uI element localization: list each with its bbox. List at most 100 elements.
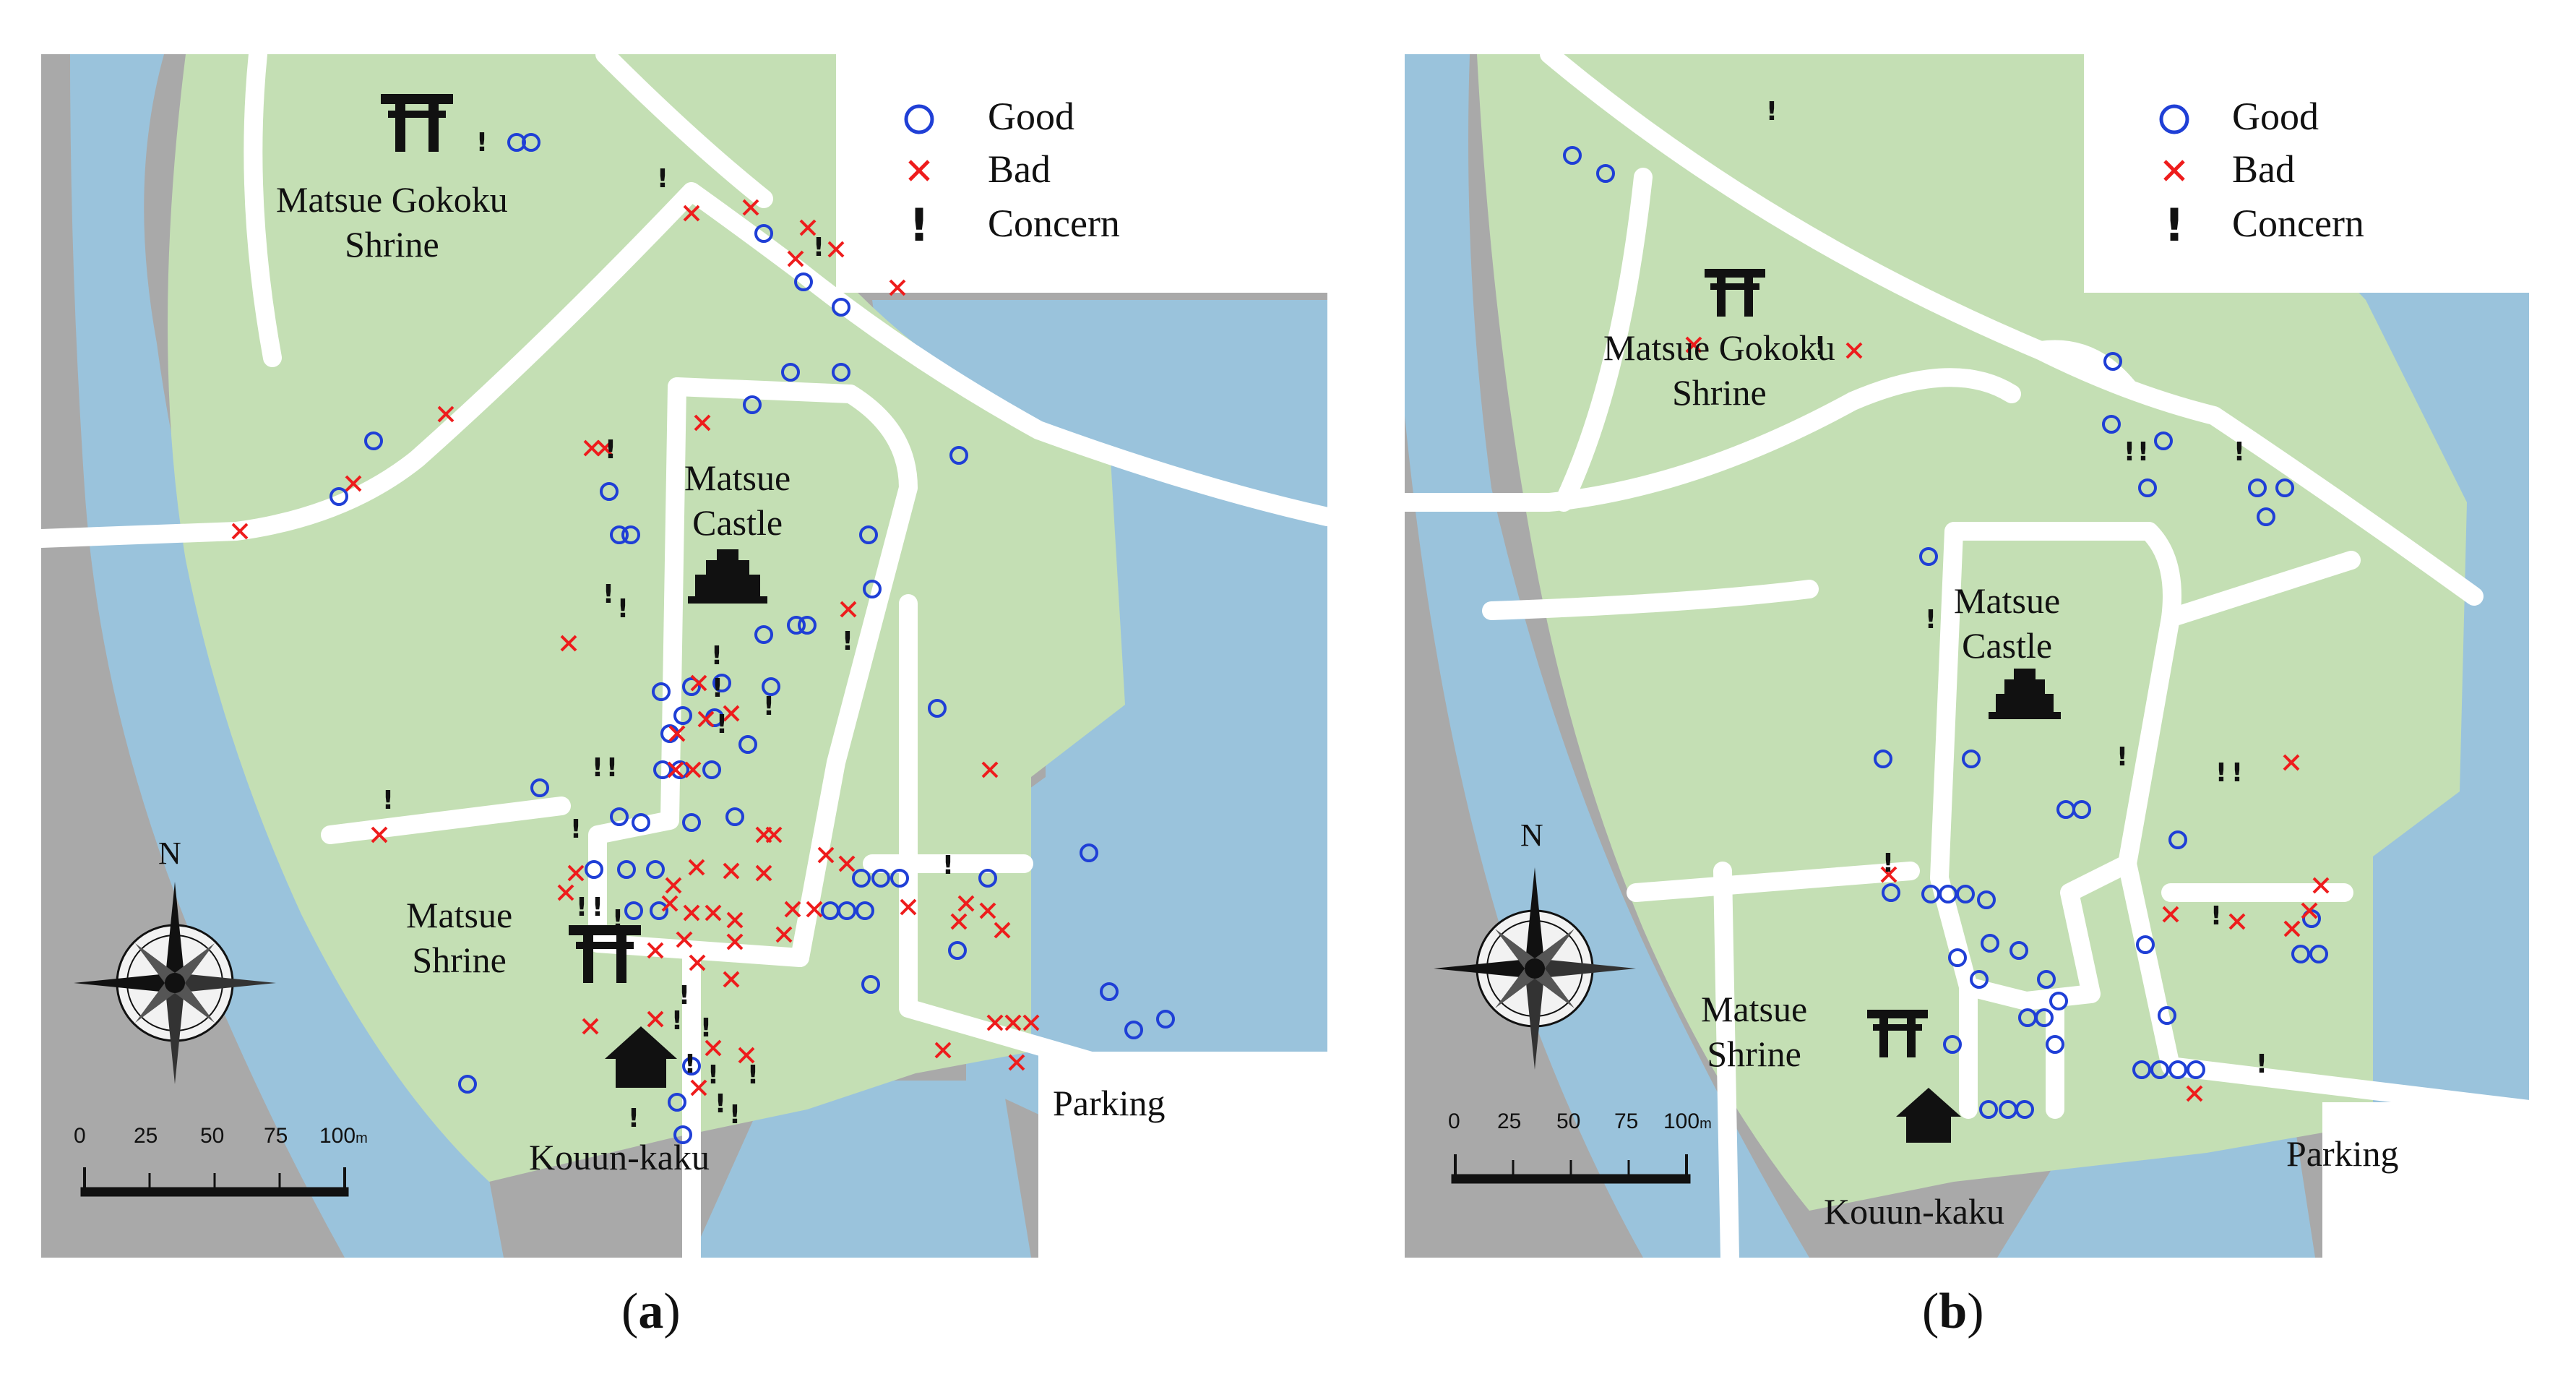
concern-mark: ! (603, 580, 614, 609)
bad-mark (683, 904, 700, 922)
map-panel-a: !!!!!!!!!!!!!!!!!!!!!!!!!!!! ! Matsue Go… (41, 54, 1327, 1258)
bad-mark (705, 1039, 722, 1057)
bad-mark (437, 405, 455, 423)
good-mark (863, 580, 882, 598)
caption-b: (b) (1922, 1284, 1984, 1339)
bad-mark (705, 904, 722, 922)
bad-mark (755, 864, 772, 882)
good-mark (2046, 1035, 2064, 1054)
bad-mark (647, 1010, 664, 1028)
good-mark (2291, 945, 2310, 963)
good-mark (624, 901, 643, 920)
scale-tick-75: 75 (264, 1124, 288, 1148)
concern-mark: ! (570, 815, 582, 844)
north-label: N (1520, 817, 1543, 853)
legend-concern-label: Concern (2232, 202, 2364, 245)
concern-mark: ! (382, 786, 394, 815)
parking-lot (2322, 1102, 2529, 1258)
concern-mark: ! (842, 627, 853, 656)
survey-marks-a: !!!!!!!!!!!!!!!!!!!!!!!!!!!! (231, 128, 1175, 1144)
bad-mark (647, 942, 664, 959)
good-mark (738, 735, 757, 754)
good-mark (1563, 146, 1582, 165)
good-mark (1156, 1010, 1175, 1029)
bad-mark (371, 826, 388, 843)
bad-mark (775, 926, 793, 943)
good-mark (2072, 800, 2091, 819)
good-mark (1956, 885, 1975, 903)
bad-mark (979, 902, 996, 919)
good-mark (646, 860, 665, 879)
bad-mark (1845, 342, 1863, 359)
bad-mark (567, 864, 585, 882)
bad-mark (950, 913, 968, 930)
concern-mark: ! (2116, 742, 2128, 772)
good-mark (2150, 1060, 2169, 1079)
kouun-kaku-label: Kouun-kaku (1824, 1191, 2004, 1232)
torii-icon (1867, 1010, 1928, 1057)
concern-mark: ! (671, 1006, 683, 1036)
legend-bad-symbol (908, 160, 930, 181)
good-mark (1124, 1021, 1143, 1039)
castle-icon (688, 549, 767, 604)
bad-mark (723, 862, 740, 880)
bad-mark (583, 439, 600, 457)
north-label: N (158, 836, 181, 871)
bad-mark (817, 846, 835, 864)
good-mark (2158, 1006, 2176, 1025)
bad-mark (1685, 336, 1702, 353)
bad-mark (667, 761, 684, 778)
good-mark (2248, 478, 2267, 497)
good-mark (890, 869, 909, 888)
good-mark (673, 706, 692, 725)
scale-tick-25: 25 (134, 1124, 158, 1148)
good-mark (632, 813, 650, 832)
good-mark (859, 525, 878, 544)
bad-mark (661, 895, 679, 912)
bad-mark (723, 971, 740, 988)
legend-good-symbol (904, 104, 934, 134)
bad-mark (676, 931, 693, 948)
concern-mark: ! (700, 1013, 712, 1043)
bad-mark (690, 674, 707, 692)
legend-background (2084, 54, 2529, 293)
good-mark (856, 901, 874, 920)
good-mark (871, 869, 890, 888)
bad-mark (784, 901, 801, 918)
good-mark (530, 778, 549, 797)
parking-label: Parking (2286, 1133, 2399, 1174)
good-mark (610, 525, 629, 544)
compass-rose-icon (74, 882, 276, 1084)
bad-mark (742, 199, 759, 216)
bad-mark (582, 1018, 599, 1035)
survey-marks-b: !!!!!!!!!!!! (1563, 97, 2330, 1119)
concern-mark: ! (657, 164, 668, 194)
good-mark (1874, 750, 1892, 768)
bad-mark (694, 414, 711, 431)
good-mark (2168, 1060, 2187, 1079)
good-mark (978, 869, 997, 888)
good-mark (837, 901, 856, 920)
concern-mark: ! (606, 753, 618, 783)
bad-mark (799, 219, 817, 236)
scale-bar (1451, 1154, 1691, 1184)
good-mark (682, 677, 701, 696)
moat-south (692, 1081, 1031, 1258)
good-mark (650, 901, 668, 920)
bad-mark (726, 933, 744, 950)
bad-mark (2301, 902, 2318, 919)
map-base-a: !!!!!!!!!!!!!!!!!!!!!!!!!!!! ! (41, 54, 1327, 1258)
good-mark (852, 869, 871, 888)
good-mark (458, 1075, 477, 1094)
good-mark (949, 446, 968, 465)
good-mark (832, 298, 850, 317)
compass-rose-icon (1434, 867, 1636, 1070)
bad-mark (738, 1047, 755, 1064)
caption-a: (a) (621, 1284, 681, 1339)
torii-icon (569, 925, 641, 983)
concern-mark: ! (2137, 437, 2149, 467)
good-mark (781, 363, 800, 382)
